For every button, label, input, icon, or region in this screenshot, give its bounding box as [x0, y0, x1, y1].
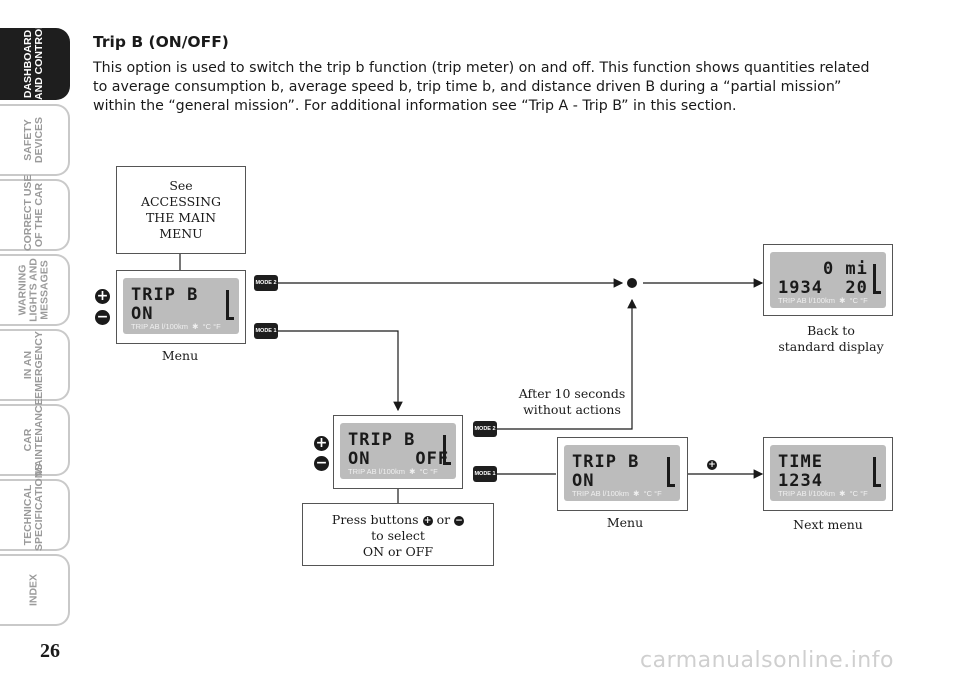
lcd-select: TRIP B ON OFF TRIP AB l/100km ✱ °C °F [340, 423, 456, 479]
lcd-line-1: TRIP B [348, 430, 416, 450]
display-frame-standard: 0 mi 1934 20 TRIP AB l/100km ✱ °C °F [763, 244, 893, 316]
lcd-footer: TRIP AB l/100km ✱ °C °F [348, 467, 438, 476]
lcd-line-1: TRIP B [131, 285, 199, 305]
lcd-line-1: TRIP B [572, 452, 640, 472]
plus-icon[interactable]: + [314, 435, 329, 451]
lcd-footer: TRIP AB l/100km ✱ °C °F [572, 489, 662, 498]
lcd-line-1: TIME [778, 452, 823, 472]
lcd-standard: 0 mi 1934 20 TRIP AB l/100km ✱ °C °F [770, 252, 886, 308]
tab-car-maintenance[interactable]: CAR MAINTENANCE [0, 398, 70, 476]
press-or: or [436, 512, 451, 527]
display-frame-select: TRIP B ON OFF TRIP AB l/100km ✱ °C °F [333, 415, 463, 489]
plus-icon: + [422, 516, 433, 526]
caption-back: Back to standard display [778, 323, 884, 354]
lcd-line-2: ON OFF [348, 449, 450, 469]
tab-index[interactable]: INDEX [0, 554, 70, 626]
plus-icon[interactable]: + [707, 460, 717, 470]
caption-next-menu: Next menu [793, 517, 863, 532]
tab-warning-lights[interactable]: WARNING LIGHTS AND MESSAGES [0, 254, 70, 326]
minus-icon[interactable]: − [95, 309, 110, 325]
lcd-line-2: ON [572, 471, 595, 491]
lcd-level-bar [873, 457, 881, 487]
lcd-line-2: 1934 20 [778, 278, 868, 298]
lcd-line-2: 1234 [778, 471, 823, 491]
lcd-footer: TRIP AB l/100km ✱ °C °F [778, 296, 868, 305]
display-frame-menu-2: TRIP B ON TRIP AB l/100km ✱ °C °F [557, 437, 688, 511]
minus-icon: − [454, 516, 465, 526]
lcd-level-bar [443, 435, 451, 465]
caption-menu-right: Menu [606, 515, 644, 530]
minus-icon[interactable]: − [314, 455, 329, 471]
press-buttons-note: Press buttons + or − to select ON or OFF [302, 503, 494, 566]
plus-icon[interactable]: + [95, 288, 110, 304]
see-menu-text: See ACCESSING THE MAIN MENU [140, 178, 222, 241]
mode1-button[interactable]: MODE 1 [473, 466, 497, 482]
lcd-level-bar [226, 290, 234, 320]
after-timeout-note: After 10 seconds without actions [518, 386, 626, 417]
watermark: carmanualsonline.info [640, 648, 894, 673]
tab-technical-specs[interactable]: TECHNICAL SPECIFICATIONS [0, 464, 70, 551]
lcd-footer: TRIP AB l/100km ✱ °C °F [131, 322, 221, 331]
lcd-level-bar [667, 457, 675, 487]
lcd-menu-2: TRIP B ON TRIP AB l/100km ✱ °C °F [564, 445, 680, 501]
press-text-2: to select ON or OFF [362, 528, 434, 559]
lcd-line-1: 0 mi [778, 259, 868, 279]
tab-emergency[interactable]: IN AN EMERGENCY [0, 329, 70, 401]
tab-safety-devices[interactable]: SAFETY DEVICES [0, 104, 70, 176]
lcd-footer: TRIP AB l/100km ✱ °C °F [778, 489, 868, 498]
caption-menu-left: Menu [161, 348, 199, 363]
section-title: Trip B (ON/OFF) [93, 33, 229, 51]
mode1-button[interactable]: MODE 1 [254, 323, 278, 339]
page-number: 26 [40, 640, 60, 662]
section-body: This option is used to switch the trip b… [93, 60, 870, 114]
lcd-next: TIME 1234 TRIP AB l/100km ✱ °C °F [770, 445, 886, 501]
lcd-menu: TRIP B ON TRIP AB l/100km ✱ °C °F [123, 278, 239, 334]
see-menu-note: See ACCESSING THE MAIN MENU [116, 166, 246, 254]
mode2-button[interactable]: MODE 2 [473, 421, 497, 437]
press-text-1: Press buttons [331, 512, 419, 527]
display-frame-menu: TRIP B ON TRIP AB l/100km ✱ °C °F [116, 270, 246, 344]
lcd-level-bar [873, 264, 881, 294]
display-frame-next: TIME 1234 TRIP AB l/100km ✱ °C °F [763, 437, 893, 511]
mode2-button[interactable]: MODE 2 [254, 275, 278, 291]
lcd-line-2: ON [131, 304, 154, 324]
tab-correct-use[interactable]: CORRECT USE OF THE CAR [0, 175, 70, 251]
tab-dashboard-controls[interactable]: DASHBOARD AND CONTROLS [0, 15, 70, 100]
